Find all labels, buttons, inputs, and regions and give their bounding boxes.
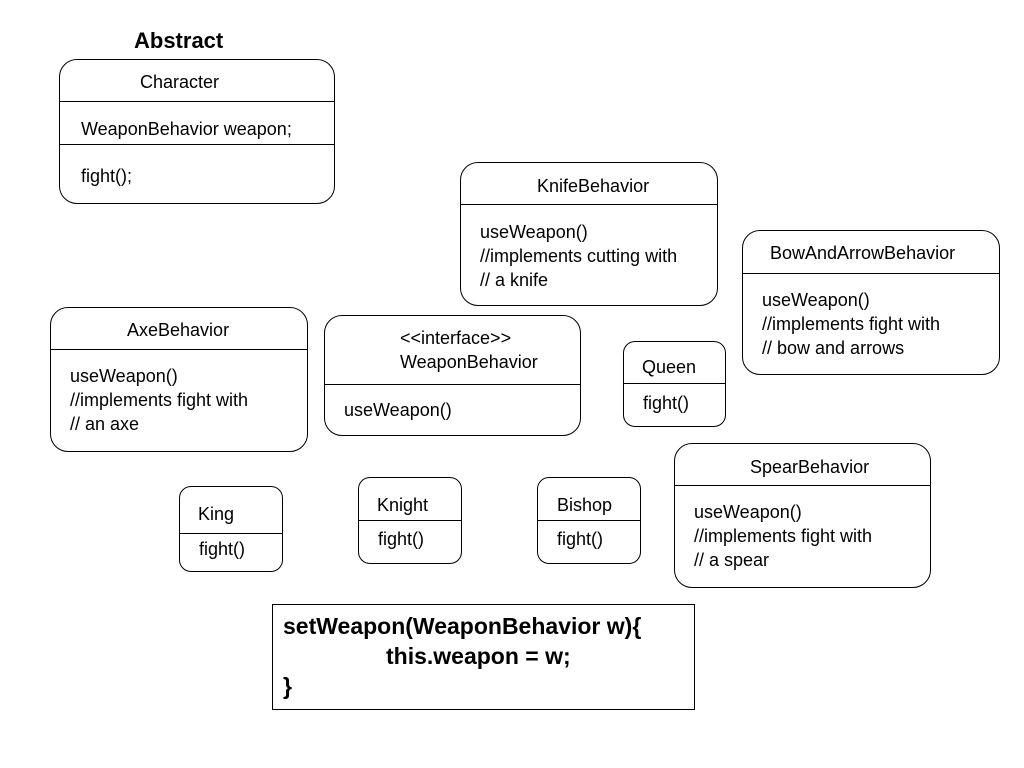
class-field: WeaponBehavior weapon;	[60, 102, 334, 145]
interface-name: WeaponBehavior	[400, 352, 538, 372]
class-method: fight()	[199, 539, 246, 559]
class-body: useWeapon() //implements fight with // b…	[743, 274, 999, 360]
body-line: useWeapon()	[694, 502, 802, 522]
knife-behavior-class-box: KnifeBehavior useWeapon() //implements c…	[460, 162, 718, 306]
body-line: // bow and arrows	[762, 338, 905, 358]
body-line: useWeapon()	[762, 290, 870, 310]
bishop-class-box: Bishop fight()	[537, 477, 641, 564]
interface-method: useWeapon()	[344, 400, 452, 420]
class-name: Queen	[624, 342, 725, 384]
code-line: this.weapon = w;	[386, 643, 571, 669]
set-weapon-code-box: setWeapon(WeaponBehavior w){ this.weapon…	[272, 604, 695, 710]
class-name: BowAndArrowBehavior	[743, 231, 999, 274]
body-line: // an axe	[70, 414, 140, 434]
class-name: Bishop	[538, 478, 640, 521]
knight-class-box: Knight fight()	[358, 477, 462, 564]
class-method: fight()	[643, 393, 690, 413]
bow-and-arrow-behavior-class-box: BowAndArrowBehavior useWeapon() //implem…	[742, 230, 1000, 375]
class-name: Character	[60, 60, 334, 102]
body-line: // a spear	[694, 550, 770, 570]
body-line: useWeapon()	[70, 366, 178, 386]
king-class-box: King fight()	[179, 486, 283, 572]
body-line: //implements fight with	[762, 314, 941, 334]
class-method: fight();	[81, 166, 133, 186]
class-name: KnifeBehavior	[461, 163, 717, 205]
class-method: fight()	[557, 529, 604, 549]
interface-stereotype: <<interface>>	[400, 328, 512, 348]
axe-behavior-class-box: AxeBehavior useWeapon() //implements fig…	[50, 307, 308, 452]
class-name: King	[180, 487, 282, 534]
spear-behavior-class-box: SpearBehavior useWeapon() //implements f…	[674, 443, 931, 588]
interface-header: <<interface>> WeaponBehavior	[325, 316, 580, 385]
class-body: useWeapon() //implements fight with // a…	[675, 486, 930, 572]
class-body: useWeapon() //implements fight with // a…	[51, 350, 307, 436]
code-line: setWeapon(WeaponBehavior w){	[283, 613, 642, 639]
character-class-box: Character WeaponBehavior weapon; fight()…	[59, 59, 335, 204]
class-name: AxeBehavior	[51, 308, 307, 350]
code-line: }	[283, 673, 292, 699]
body-line: //implements fight with	[694, 526, 873, 546]
body-line: useWeapon()	[480, 222, 588, 242]
class-name: Knight	[359, 478, 461, 521]
body-line: // a knife	[480, 270, 549, 290]
body-line: //implements fight with	[70, 390, 249, 410]
queen-class-box: Queen fight()	[623, 341, 726, 427]
body-line: //implements cutting with	[480, 246, 678, 266]
abstract-heading: Abstract	[134, 28, 224, 53]
class-method: fight()	[378, 529, 425, 549]
class-name: SpearBehavior	[675, 444, 930, 486]
weapon-behavior-interface-box: <<interface>> WeaponBehavior useWeapon()	[324, 315, 581, 436]
class-body: useWeapon() //implements cutting with //…	[461, 205, 717, 292]
